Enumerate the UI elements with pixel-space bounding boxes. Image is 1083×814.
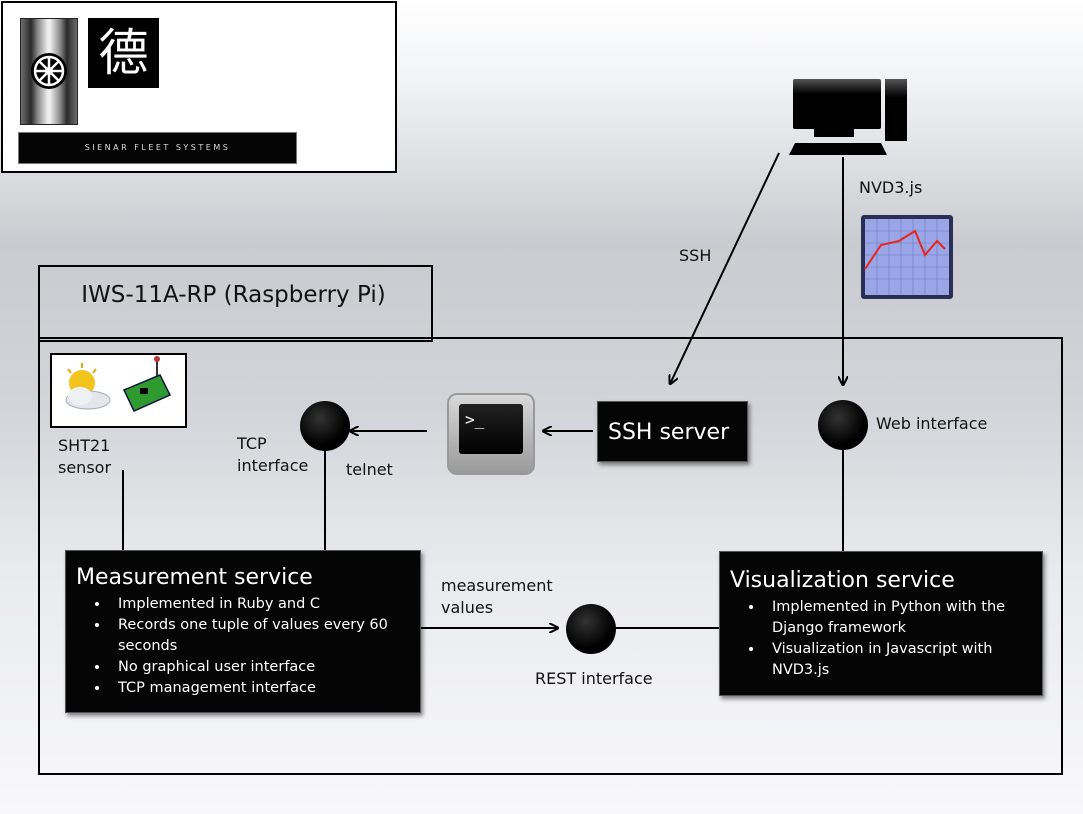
- visualization-service-box: Visualization service Implemented in Pyt…: [719, 551, 1043, 696]
- list-item: Implemented in Python with the Django fr…: [764, 597, 1042, 639]
- ssh-server-box: SSH server: [597, 401, 748, 462]
- kanji-logo: 德: [88, 18, 159, 88]
- nvd3-label: NVD3.js: [859, 178, 923, 197]
- sensor-label: SHT21 sensor: [58, 436, 112, 477]
- list-item: No graphical user interface: [110, 657, 420, 678]
- list-item: TCP management interface: [110, 678, 420, 699]
- board-title: IWS-11A-RP (Raspberry Pi): [81, 282, 386, 308]
- measurement-service-box: Measurement service Implemented in Ruby …: [65, 550, 421, 713]
- visualization-service-list: Implemented in Python with the Django fr…: [730, 597, 1042, 681]
- terminal-icon: >_: [447, 393, 535, 475]
- terminal-prompt: >_: [459, 404, 523, 454]
- company-banner: SIENAR FLEET SYSTEMS: [18, 132, 297, 164]
- logo-panel: 德 SIENAR FLEET SYSTEMS: [1, 1, 397, 173]
- measurement-service-title: Measurement service: [76, 565, 313, 590]
- measurement-service-list: Implemented in Ruby and C Records one tu…: [76, 594, 420, 699]
- ssh-link-label: SSH: [679, 246, 712, 265]
- computer-icon: [789, 79, 907, 155]
- tcp-interface-port: [300, 401, 350, 451]
- web-interface-port: [818, 400, 868, 450]
- list-item: Implemented in Ruby and C: [110, 594, 420, 615]
- web-interface-label: Web interface: [876, 414, 988, 433]
- visualization-service-title: Visualization service: [730, 568, 955, 593]
- list-item: Visualization in Javascript with NVD3.js: [764, 639, 1042, 681]
- weather-icon: [65, 363, 111, 410]
- sensor-board-icon: [122, 356, 172, 412]
- sensor-box: [50, 353, 187, 428]
- nvd3-chart-icon: [857, 211, 957, 303]
- measurement-values-label: measurement values: [441, 576, 553, 617]
- telnet-label: telnet: [346, 460, 393, 479]
- rest-interface-port: [566, 604, 616, 654]
- raspberry-pi-board: [38, 337, 1063, 775]
- rest-interface-label: REST interface: [535, 669, 653, 688]
- tcp-interface-label: TCP interface: [237, 434, 309, 475]
- empire-emblem-icon: [20, 18, 78, 125]
- board-title-tab: [38, 265, 433, 342]
- list-item: Records one tuple of values every 60 sec…: [110, 615, 420, 657]
